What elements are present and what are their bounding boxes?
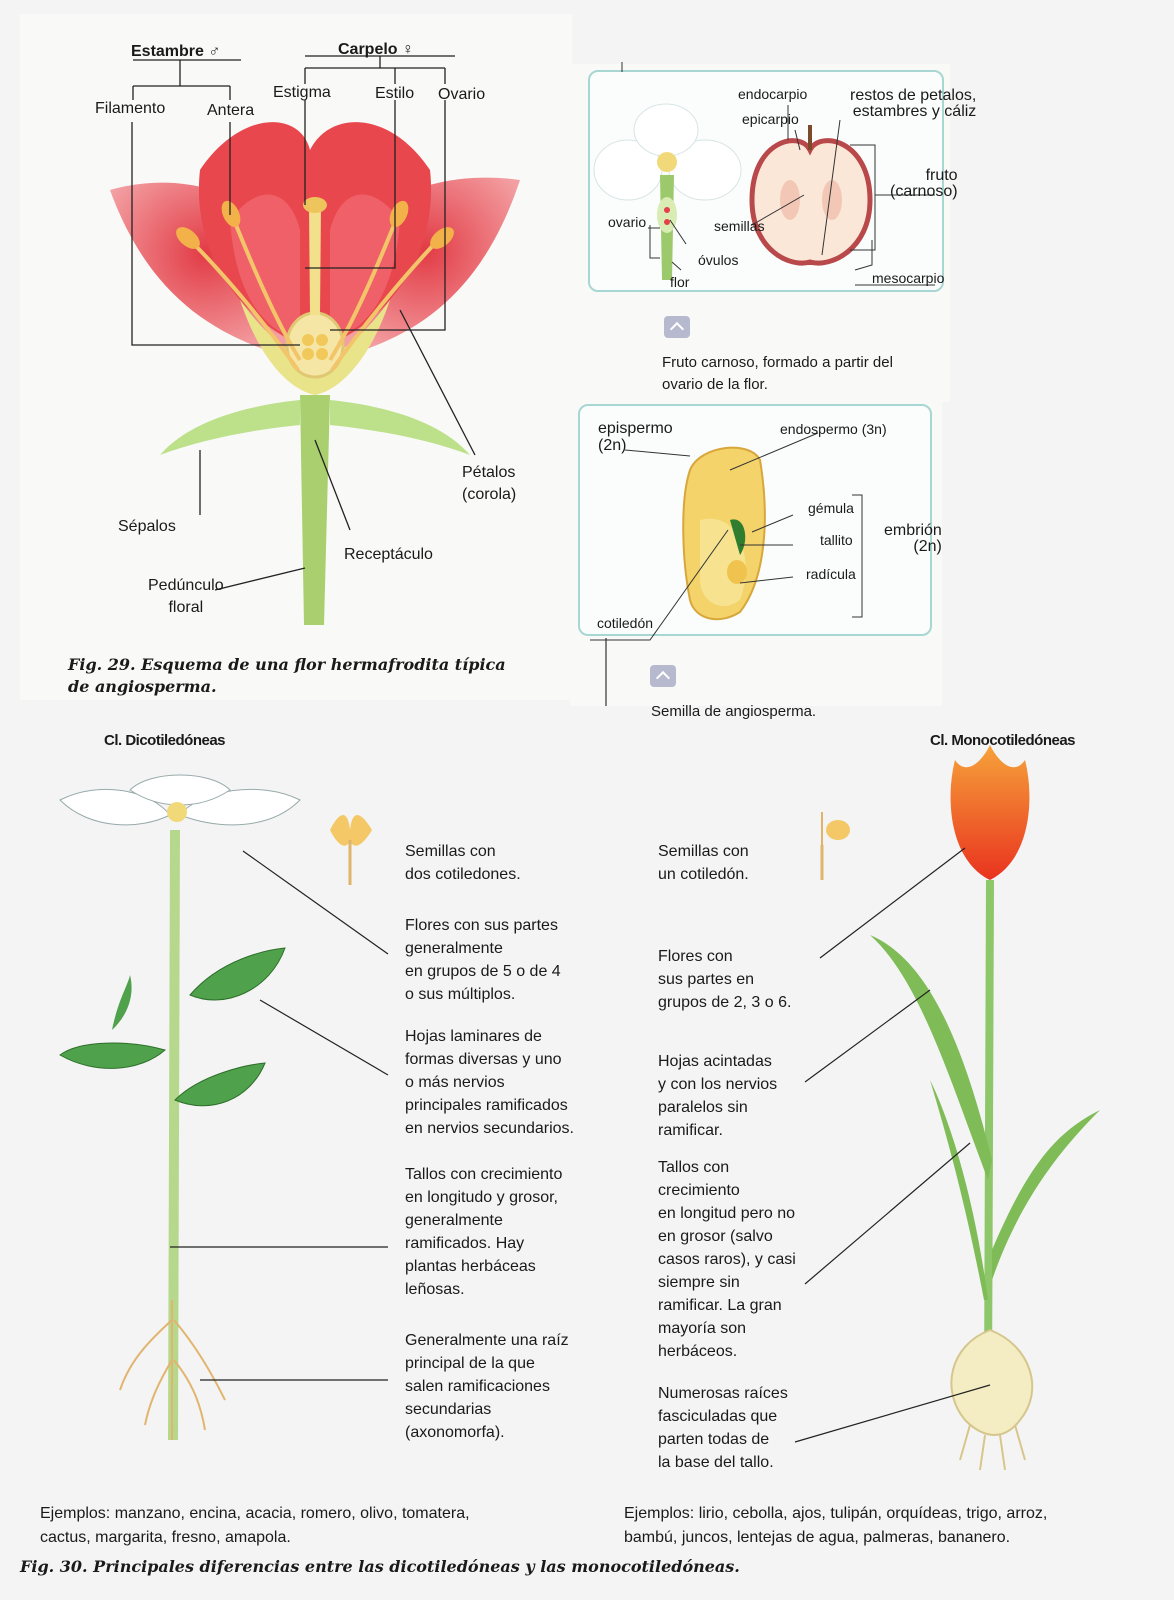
fig30-caption: Fig. 30. Principales diferencias entre l…: [20, 1556, 740, 1578]
label-sepalos: Sépalos: [118, 517, 176, 537]
label-filamento: Filamento: [95, 99, 165, 119]
label-estilo: Estilo: [375, 84, 414, 104]
dicot-plant-drawing: [60, 775, 300, 1440]
label-antera: Antera: [207, 101, 254, 121]
dicot-examples: Ejemplos: manzano, encina, acacia, romer…: [40, 1502, 470, 1550]
label-semillas: semillas: [714, 218, 765, 234]
fig30-leader-lines: [170, 848, 990, 1442]
label-epicarpio: epicarpio: [742, 111, 799, 127]
label-fruit-ovario: ovario: [608, 214, 646, 230]
dicot-title: Cl. Dicotiledóneas: [104, 731, 225, 751]
monocot-roots-text: Numerosas raíces fasciculadas que parten…: [658, 1382, 788, 1474]
label-flor: flor: [670, 274, 689, 290]
fruit-caption-chevron-icon: [664, 316, 690, 338]
label-petalos: Pétalos (corola): [462, 462, 516, 506]
label-fruto: fruto (carnoso): [890, 168, 958, 200]
label-ovulos: óvulos: [698, 252, 738, 268]
monocot-plant-drawing: [870, 745, 1100, 1470]
label-ovario: Ovario: [438, 85, 485, 105]
label-tallito: tallito: [820, 532, 853, 548]
fruit-caption: Fruto carnoso, formado a partir del ovar…: [662, 352, 893, 396]
dicot-leaves-text: Hojas laminares de formas diversas y uno…: [405, 1025, 574, 1140]
dicot-seed-icon: [330, 815, 372, 885]
label-receptaculo: Receptáculo: [344, 545, 433, 565]
seed-caption-chevron-icon: [650, 665, 676, 687]
label-restos: restos de petalos, estambres y cáliz: [850, 88, 976, 120]
monocot-examples: Ejemplos: lirio, cebolla, ajos, tulipán,…: [624, 1502, 1047, 1550]
dicot-flowers-text: Flores con sus partes generalmente en gr…: [405, 914, 561, 1006]
fig29-caption: Fig. 29. Esquema de una flor hermafrodit…: [68, 654, 506, 698]
label-embrion: embrión (2n): [884, 523, 942, 555]
monocot-seed-icon: [822, 812, 850, 880]
monocot-seeds-text: Semillas con un cotiledón.: [658, 840, 749, 886]
label-carpelo: Carpelo ♀: [338, 40, 414, 60]
label-estambre: Estambre ♂: [131, 42, 220, 62]
label-cotiledon: cotiledón: [597, 615, 653, 631]
dicot-seeds-text: Semillas con dos cotiledones.: [405, 840, 521, 886]
label-gemula: gémula: [808, 500, 854, 516]
label-epispermo: epispermo (2n): [598, 420, 673, 454]
hermaphrodite-flower-drawing: [110, 122, 520, 625]
monocot-title: Cl. Monocotiledóneas: [930, 731, 1075, 751]
monocot-flowers-text: Flores con sus partes en grupos de 2, 3 …: [658, 945, 791, 1014]
monocot-leaves-text: Hojas acintadas y con los nervios parale…: [658, 1050, 777, 1142]
dicot-stems-text: Tallos con crecimiento en longitudo y gr…: [405, 1163, 562, 1301]
label-radicula: radícula: [806, 566, 856, 582]
label-pedunculo: Pedúnculo floral: [148, 575, 224, 619]
monocot-stems-text: Tallos con crecimiento en longitud pero …: [658, 1156, 796, 1363]
seed-drawing: [683, 448, 765, 620]
dicot-roots-text: Generalmente una raíz principal de la qu…: [405, 1329, 569, 1444]
label-mesocarpio: mesocarpio: [872, 270, 944, 286]
label-endospermo: endospermo (3n): [780, 421, 887, 437]
label-endocarpio: endocarpio: [738, 86, 807, 102]
seed-caption: Semilla de angiosperma.: [651, 702, 816, 722]
label-estigma: Estigma: [273, 83, 331, 103]
